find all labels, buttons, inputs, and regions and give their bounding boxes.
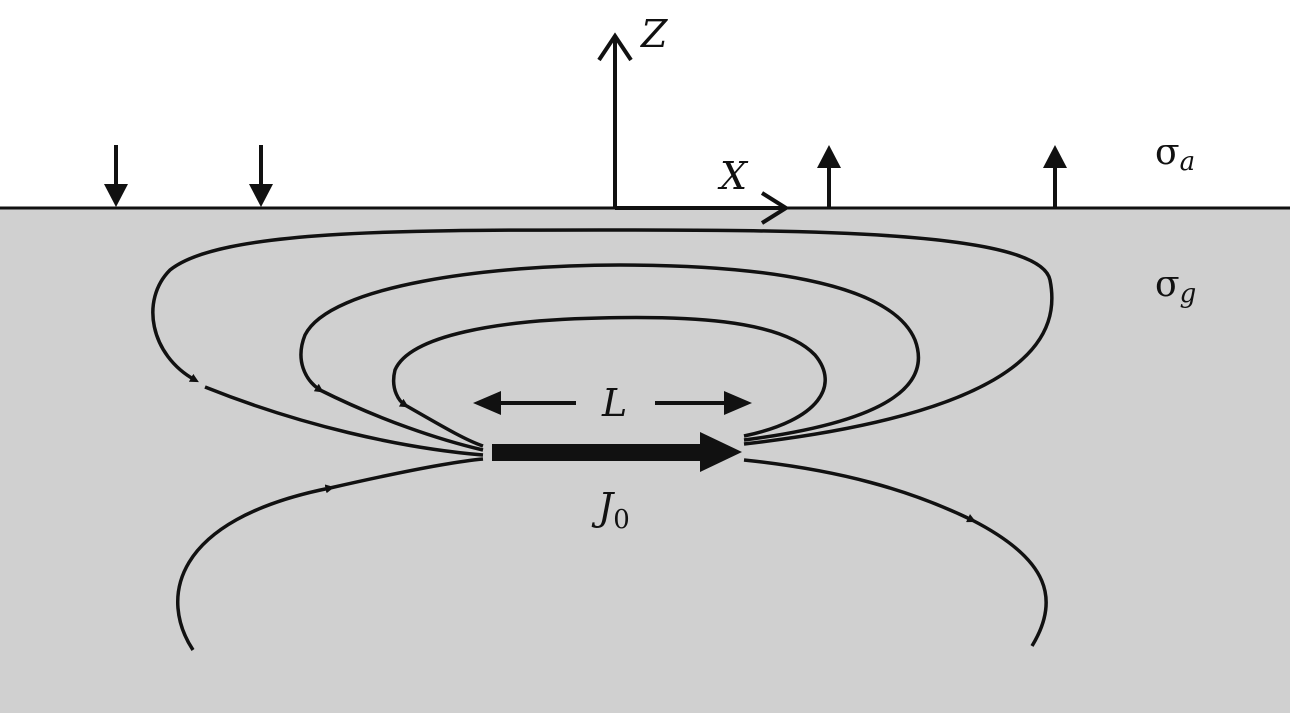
field-line-middle-return: [319, 388, 484, 452]
field-line-middle: [299, 263, 921, 442]
length-label: L: [601, 381, 627, 425]
surface-arrows-up: [817, 145, 1067, 207]
field-line-inner: [392, 315, 827, 438]
ground-conductivity-label: σg: [1155, 264, 1196, 309]
field-line-outer-return: [204, 385, 484, 457]
field-line-lower-right: [743, 458, 977, 523]
z-axis-label: Z: [640, 12, 668, 56]
x-axis-label: X: [717, 154, 749, 198]
field-line-lower-left-end: [329, 457, 484, 490]
field-line-outer: [151, 228, 1054, 446]
air-region: [0, 0, 1290, 208]
surface-arrows-down: [104, 145, 273, 207]
air-conductivity-label: σa: [1155, 132, 1195, 177]
field-line-inner-return: [404, 403, 484, 448]
length-indicator: [473, 391, 752, 415]
field-lines: [151, 228, 1054, 651]
z-axis: [597, 32, 633, 208]
field-line-lower-left: [175, 484, 335, 651]
current-dipole: [492, 432, 742, 472]
field-line-lower-right-end: [971, 518, 1048, 647]
x-axis: [615, 191, 790, 225]
